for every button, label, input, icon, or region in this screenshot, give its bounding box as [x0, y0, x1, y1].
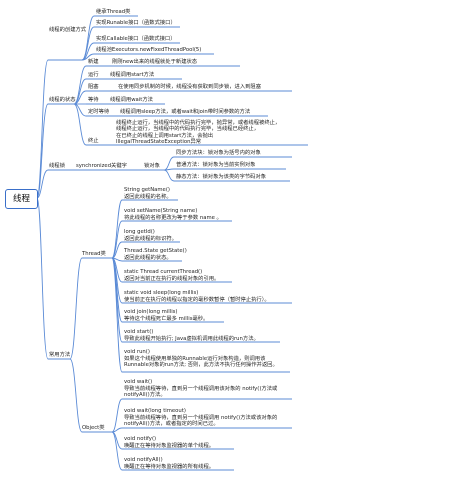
method-desc: 如果这个线程使用单独的Runnable运行对象构造，则调用该 Runnable对…: [124, 356, 278, 369]
state-desc[interactable]: 线程终止运行，当线程中的代码执行完毕，抛异常，或者线程被终止， 线程终止运行，当…: [116, 120, 281, 146]
method-sig[interactable]: Thread.State getState(): [124, 248, 187, 254]
state-name[interactable]: 定时等待: [88, 109, 110, 115]
state-desc[interactable]: 线程调用start方法: [110, 72, 155, 78]
create-item[interactable]: 继承Thread类: [96, 9, 131, 15]
method-sig[interactable]: void notify(): [124, 436, 157, 442]
branch-state[interactable]: 线程的状态: [49, 97, 76, 103]
method-desc: 导致当前线程等待，直到另一个线程调用 notify()方法或该对象的 notif…: [124, 415, 278, 428]
method-desc: 导致此线程开始执行; Java虚拟机调用此线程的run方法。: [124, 336, 259, 342]
create-item[interactable]: 实现Callable接口（函数式接口）: [96, 36, 176, 42]
lock-object[interactable]: 锁对象: [144, 163, 160, 169]
lock-sub[interactable]: synchronized关键字: [76, 163, 127, 169]
state-name[interactable]: 阻塞: [88, 84, 99, 90]
method-sig[interactable]: void notifyAll(): [124, 457, 163, 463]
branch-methods[interactable]: 常用方法: [49, 352, 71, 358]
method-desc: 唤醒正在等待对象监视器的单个线程。: [124, 443, 215, 449]
method-sig[interactable]: void run(): [124, 349, 150, 355]
branch-lock[interactable]: 线程锁: [49, 163, 65, 169]
lock-item[interactable]: 静态方法：锁对象为该类的字节码对象: [176, 174, 267, 180]
method-sig[interactable]: static Thread currentThread(): [124, 269, 203, 275]
method-desc: 返回此线程的标识符。: [124, 236, 177, 242]
create-item[interactable]: 线程池Executors.newFixedThreadPool(5): [96, 47, 202, 53]
state-name[interactable]: 新建: [88, 59, 99, 65]
state-name[interactable]: 终止: [88, 138, 99, 144]
create-item[interactable]: 实现Runable接口（函数式接口）: [96, 20, 176, 26]
state-desc[interactable]: 线程调用wait方法: [110, 97, 153, 103]
lock-item[interactable]: 普通方法：锁对象为当前实例对象: [176, 162, 256, 168]
method-sig[interactable]: void wait(): [124, 379, 153, 385]
method-desc: 返回此线程的名称。: [124, 194, 172, 200]
lock-item[interactable]: 同步方法块：锁对象为括号内的对象: [176, 150, 261, 156]
method-desc: 返回此线程的状态。: [124, 255, 172, 261]
object-class[interactable]: Object类: [82, 425, 105, 431]
thread-class[interactable]: Thread类: [82, 251, 106, 257]
root-node[interactable]: 线程: [5, 189, 38, 209]
state-name[interactable]: 等待: [88, 97, 99, 103]
method-desc: 使当前正在执行的线程以指定的毫秒数暂停（暂时停止执行）。: [124, 297, 270, 303]
method-sig[interactable]: void join(long millis): [124, 309, 178, 315]
state-desc[interactable]: 线程调用sleep方法，或者wait和join带时间参数的方法: [120, 109, 251, 115]
method-desc: 等待这个线程死亡最多 millis毫秒。: [124, 316, 209, 322]
state-name[interactable]: 运行: [88, 72, 99, 78]
method-sig[interactable]: void setName(String name): [124, 208, 198, 214]
method-sig[interactable]: long getId(): [124, 229, 155, 235]
state-desc[interactable]: 刚刚new出来的线程就处于新建状态: [112, 59, 198, 65]
method-sig[interactable]: void wait(long timeout): [124, 408, 186, 414]
state-desc[interactable]: 在使用同步机制的时候，线程没有获取到同步锁，进入到阻塞: [118, 84, 262, 90]
branch-create[interactable]: 线程的创建方式: [49, 27, 87, 33]
method-desc: 唤醒正在等待对象监视器的所有线程。: [124, 464, 215, 470]
method-desc: 导致当前线程等待，直到另一个线程调用该对象的 notify()方法或 notif…: [124, 386, 278, 399]
method-sig[interactable]: String getName(): [124, 187, 170, 193]
method-desc: 将此线程的名称更改为等于参数 name 。: [124, 215, 222, 221]
method-desc: 返回对当前正在执行的线程对象的引用。: [124, 276, 220, 282]
method-sig[interactable]: void start(): [124, 329, 154, 335]
method-sig[interactable]: static void sleep(long millis): [124, 290, 199, 296]
